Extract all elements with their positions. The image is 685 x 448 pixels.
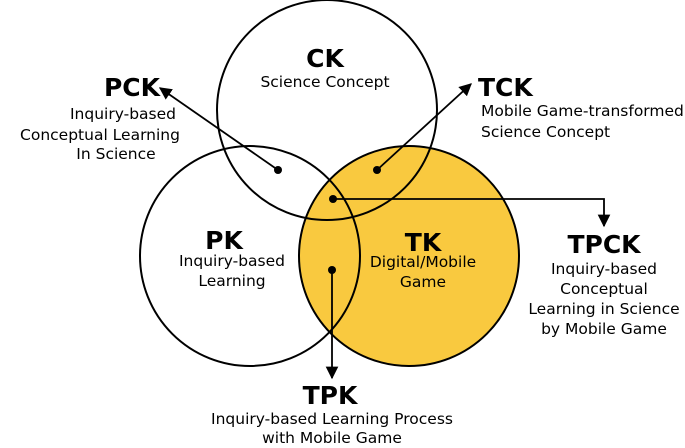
tpck-line-3: Learning in Science	[528, 300, 679, 318]
pk-circle	[139, 145, 361, 367]
tpck-line-4: by Mobile Game	[541, 320, 667, 338]
pck-arrow	[158, 87, 279, 171]
ck-subtitle: Science Concept	[260, 73, 389, 91]
ck-title: CK	[306, 44, 345, 73]
pck-title: PCK	[104, 73, 162, 102]
tpck-line-1: Inquiry-based	[551, 260, 657, 278]
pk-line-1: Inquiry-based	[179, 252, 285, 270]
ck-circle	[216, 0, 438, 221]
tpk-line-1: Inquiry-based Learning Process	[211, 410, 453, 428]
tpk-line-2: with Mobile Game	[262, 429, 402, 447]
tk-circle	[298, 145, 520, 367]
tck-arrow	[376, 83, 472, 171]
tck-line-1: Mobile Game-transformed	[481, 102, 684, 120]
pck-line-2: Conceptual Learning	[20, 126, 180, 144]
tk-line-2: Game	[400, 273, 446, 291]
pk-title: PK	[205, 226, 244, 255]
pk-line-2: Learning	[198, 272, 265, 290]
tpk-title: TPK	[303, 381, 359, 410]
tpck-title: TPCK	[567, 230, 642, 259]
tk-line-1: Digital/Mobile	[370, 253, 476, 271]
tck-line-2: Science Concept	[481, 123, 610, 141]
tck-title: TCK	[478, 73, 534, 102]
tk-title: TK	[405, 228, 443, 257]
tpck-arrow	[333, 198, 611, 228]
pck-line-3: In Science	[76, 145, 155, 163]
pck-line-1: Inquiry-based	[70, 105, 176, 123]
tpck-line-2: Conceptual	[560, 280, 648, 298]
